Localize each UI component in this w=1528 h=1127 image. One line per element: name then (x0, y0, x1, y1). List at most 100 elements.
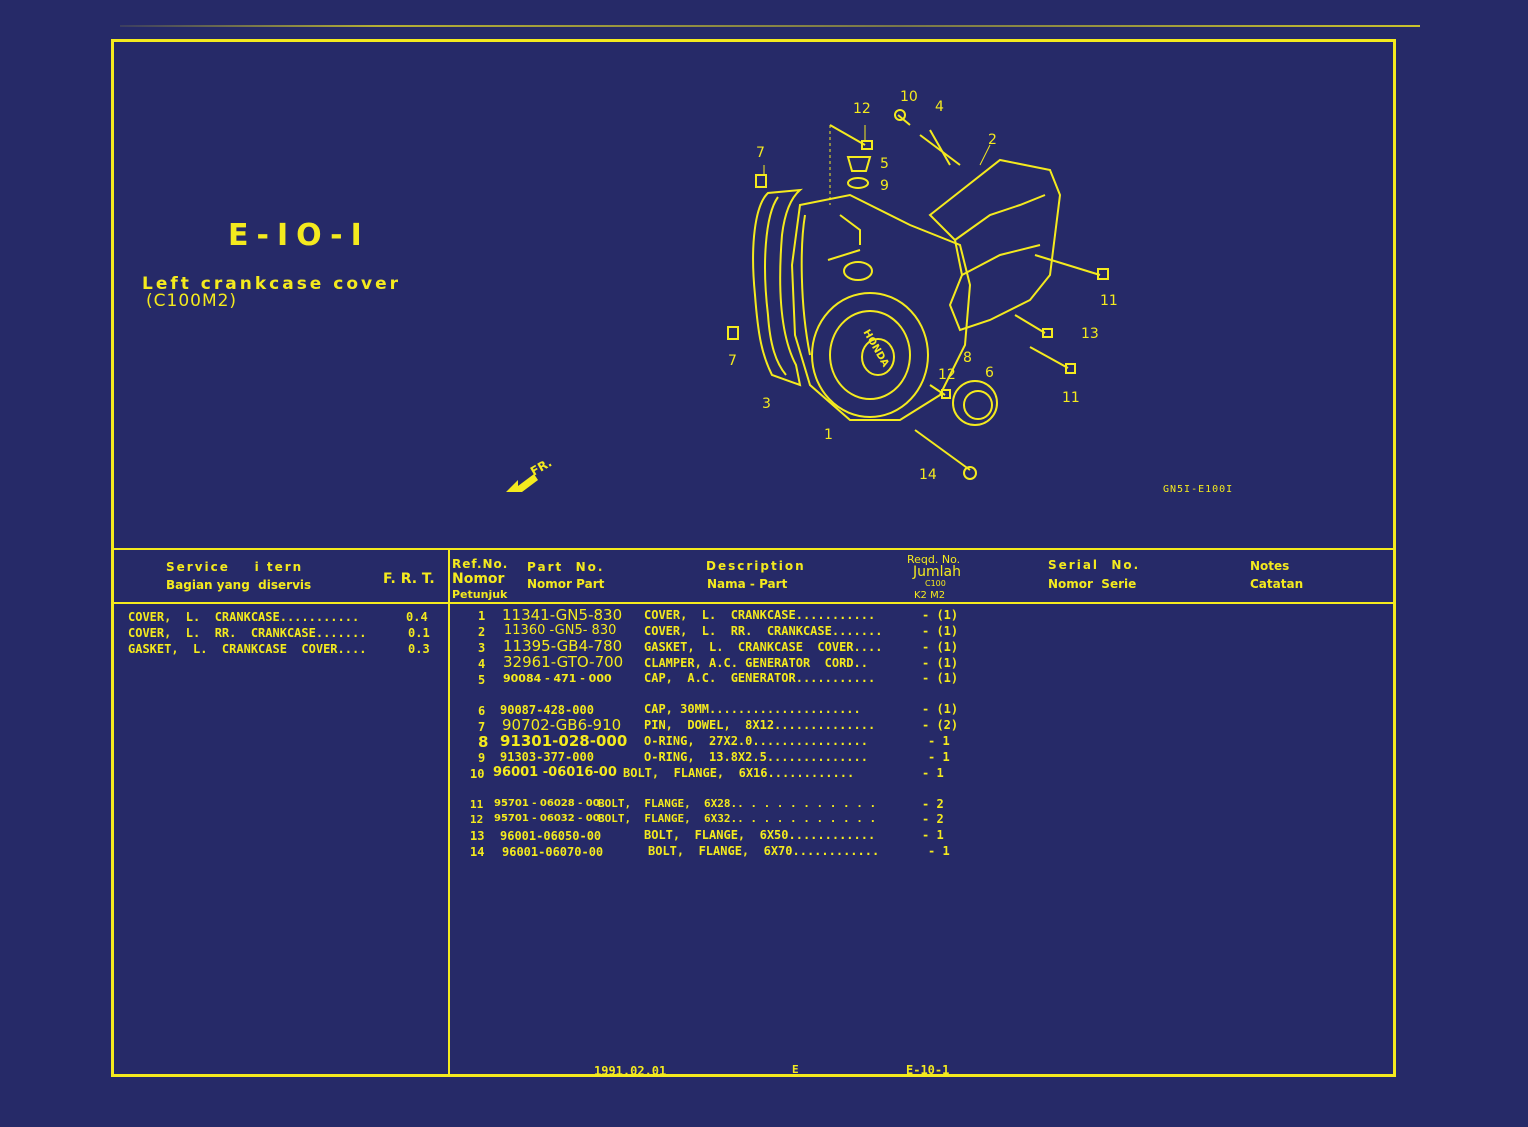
desc-7: PIN, DOWEL, 8X12.............. (644, 718, 876, 732)
header-frt: F. R. T. (383, 571, 435, 587)
part-7: 90702-GB6-910 (502, 716, 622, 734)
qty-1: - (1) (922, 608, 959, 622)
callout-3: 3 (762, 396, 771, 412)
front-arrow-icon (506, 474, 538, 492)
column-divider (448, 550, 450, 1077)
catalog-frame (111, 39, 1396, 1077)
ref-8: 8 (478, 733, 489, 751)
qty-12: - 2 (922, 812, 944, 826)
desc-8: O-RING, 27X2.0................ (644, 734, 868, 748)
callout-4: 4 (935, 99, 944, 115)
qty-4: - (1) (922, 656, 959, 670)
desc-12: BOLT, FLANGE, 6X32.. . . . . . . . . . . (598, 812, 877, 825)
qty-11: - 2 (922, 797, 944, 811)
header-notes: Notes (1250, 559, 1290, 573)
header-serial: Serial No. (1048, 558, 1141, 572)
desc-5: CAP, A.C. GENERATOR........... (644, 671, 876, 685)
ref-7: 7 (478, 720, 486, 734)
ref-5: 5 (478, 673, 486, 687)
header-reqd-id: Jumlah (913, 564, 961, 580)
footer-date: 1991.02.01 (594, 1064, 667, 1078)
part-14: 96001-06070-00 (502, 845, 604, 859)
callout-2: 2 (988, 132, 997, 148)
desc-4: CLAMPER, A.C. GENERATOR CORD.. (644, 656, 868, 670)
header-serial-id: Nomor Serie (1048, 577, 1137, 591)
part-9: 91303-377-000 (500, 750, 594, 764)
footer-page: E-10-1 (906, 1063, 950, 1077)
header-divider (114, 602, 1396, 604)
header-notes-id: Catatan (1250, 577, 1304, 591)
ref-4: 4 (478, 657, 486, 671)
illustration-code: GN5I-E100I (1163, 484, 1234, 495)
desc-2: COVER, L. RR. CRANKCASE....... (644, 624, 883, 638)
ref-11: 11 (470, 798, 484, 811)
desc-1: COVER, L. CRANKCASE........... (644, 608, 876, 622)
part-12: 95701 - 06032 - 00 (494, 813, 600, 824)
qty-5: - (1) (922, 671, 959, 685)
header-petunjuk: Petunjuk (452, 588, 508, 601)
ref-12: 12 (470, 813, 484, 826)
page-title: Left crankcase cover (142, 274, 402, 294)
callout-14: 14 (919, 467, 937, 483)
header-service-item: Service i tern (166, 560, 304, 574)
illustration-divider (114, 548, 1396, 550)
callout-1: 1 (824, 427, 833, 443)
header-part-no-id: Nomor Part (527, 577, 605, 591)
ref-3: 3 (478, 641, 486, 655)
callout-8: 8 (963, 350, 972, 366)
part-13: 96001-06050-00 (500, 829, 602, 843)
callout-11b: 11 (1062, 390, 1080, 406)
desc-9: O-RING, 13.8X2.5.............. (644, 750, 868, 764)
header-description-id: Nama - Part (707, 577, 788, 591)
qty-9: - 1 (928, 750, 950, 764)
desc-3: GASKET, L. CRANKCASE COVER.... (644, 640, 883, 654)
qty-14: - 1 (928, 844, 950, 858)
callout-11a: 11 (1100, 293, 1118, 309)
callout-13: 13 (1081, 326, 1099, 342)
callout-9: 9 (880, 178, 889, 194)
qty-10: - 1 (922, 766, 944, 780)
callout-6: 6 (985, 365, 994, 381)
qty-2: - (1) (922, 624, 959, 638)
model-label: (C100M2) (146, 291, 238, 311)
callout-5: 5 (880, 156, 889, 172)
part-1: 11341-GN5-830 (502, 606, 623, 624)
ref-14: 14 (470, 845, 485, 859)
footer-section: E (792, 1063, 799, 1076)
callout-12a: 12 (853, 101, 871, 117)
ref-2: 2 (478, 625, 486, 639)
service-item-0: COVER, L. CRANKCASE........... (128, 610, 360, 624)
header-reqd-variant: K2 M2 (914, 590, 946, 601)
header-service-item-id: Bagian yang diservis (166, 578, 312, 592)
callout-7a: 7 (756, 145, 765, 161)
exploded-diagram: 12 10 4 2 5 9 7 11 13 7 8 6 12 11 3 1 14… (700, 85, 1260, 505)
crankcase-cover-illustration (727, 109, 1109, 480)
service-frt-0: 0.4 (406, 610, 428, 624)
part-11: 95701 - 06028 - 00 (494, 798, 600, 809)
ref-13: 13 (470, 829, 485, 843)
ref-9: 9 (478, 751, 486, 765)
header-ref-no: Ref.No. (452, 557, 509, 571)
part-4: 32961-GTO-700 (503, 653, 624, 671)
callout-7b: 7 (728, 353, 737, 369)
service-frt-2: 0.3 (408, 642, 430, 656)
header-description: Description (706, 559, 806, 573)
ref-10: 10 (470, 767, 485, 781)
header-reqd-model: C100 (925, 579, 946, 588)
part-5: 90084 - 471 - 000 (503, 672, 612, 685)
front-arrow: FR. (500, 455, 570, 498)
qty-7: - (2) (922, 718, 959, 732)
header-part-no: Part No. (527, 560, 605, 574)
part-10: 96001 -06016-00 (493, 765, 617, 780)
service-frt-1: 0.1 (408, 626, 430, 640)
part-3: 11395-GB4-780 (503, 637, 623, 655)
service-item-1: COVER, L. RR. CRANKCASE....... (128, 626, 367, 640)
qty-3: - (1) (922, 640, 959, 654)
part-2: 11360 -GN5- 830 (504, 623, 617, 638)
part-8: 91301-028-000 (500, 732, 628, 750)
qty-8: - 1 (928, 734, 950, 748)
page-code: E-IO-I (228, 218, 370, 253)
desc-13: BOLT, FLANGE, 6X50............ (644, 828, 876, 842)
service-item-2: GASKET, L. CRANKCASE COVER.... (128, 642, 367, 656)
part-6: 90087-428-000 (500, 703, 594, 717)
